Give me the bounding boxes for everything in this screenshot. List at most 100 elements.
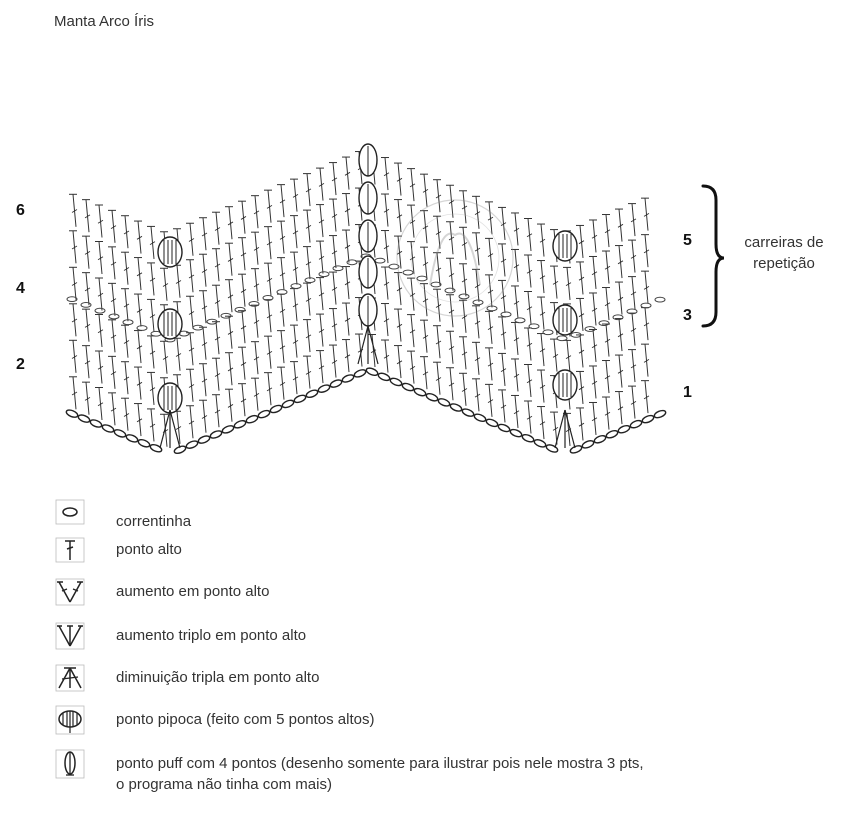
row-number-3: 3 xyxy=(683,307,692,324)
chain-stitch xyxy=(569,445,583,454)
repeat-rows-label: carreiras de repetição xyxy=(744,234,824,272)
chain-stitch xyxy=(430,281,442,288)
legend-item-triple-increase: aumento triplo em ponto alto xyxy=(54,622,306,650)
legend-text: correntinha xyxy=(116,513,192,530)
row-number-4: 4 xyxy=(16,280,25,297)
stitch-bar xyxy=(539,238,546,243)
stitch-bar xyxy=(604,375,611,380)
stitch-bar xyxy=(84,251,91,255)
stitch-bar xyxy=(487,216,494,221)
chain-stitch xyxy=(461,408,475,417)
stitch-bar xyxy=(383,281,390,286)
stitch-bar xyxy=(240,398,247,403)
row-number-1: 1 xyxy=(683,384,692,401)
stitch-bar xyxy=(617,406,624,411)
stitch-bar xyxy=(409,256,416,261)
stitch-bar xyxy=(305,297,312,302)
stitch-bar xyxy=(487,253,494,258)
stitch-bar xyxy=(643,286,650,290)
decrease-leg xyxy=(564,409,576,449)
stitch-bar xyxy=(513,300,520,305)
stitch-bar xyxy=(630,291,637,296)
stitch-bar xyxy=(565,282,572,287)
stitch-bar xyxy=(487,362,494,367)
chain-stitch xyxy=(641,414,655,424)
stitch-bar xyxy=(318,292,325,297)
stitch-bar xyxy=(461,388,468,392)
triple-increase-symbol-icon xyxy=(54,622,86,650)
chain-stitch xyxy=(473,413,487,423)
stitch-bar xyxy=(643,213,650,217)
popcorn-stitch xyxy=(552,230,578,262)
chain-stitch xyxy=(197,435,211,444)
stitch-bar xyxy=(71,282,78,286)
chain-stitch xyxy=(304,277,316,284)
decrease-leg xyxy=(159,409,171,449)
stitch-bar xyxy=(97,292,104,297)
chain-stitch xyxy=(449,403,463,412)
stitch-bar xyxy=(214,373,221,377)
stitch-bar xyxy=(487,326,494,331)
stitch-bar xyxy=(448,273,455,277)
chain-stitch xyxy=(389,377,403,387)
chain-stitch xyxy=(521,433,535,443)
stitch-bar xyxy=(396,360,403,365)
chain-stitch xyxy=(332,265,344,272)
stitch-bar xyxy=(214,300,221,304)
chain-stitch xyxy=(192,324,204,331)
stitch-bar xyxy=(331,286,338,291)
stitch-bar xyxy=(175,426,182,430)
stitch-bar xyxy=(474,284,481,288)
stitch-bar xyxy=(136,345,143,350)
stitch-bar xyxy=(123,376,130,381)
chain-stitch xyxy=(80,302,92,308)
stitch-bar xyxy=(396,287,403,292)
stitch-bar xyxy=(448,309,455,314)
legend-item-increase: aumento em ponto alto xyxy=(54,578,269,606)
stitch-bar xyxy=(305,370,312,375)
stitch-bar xyxy=(123,413,130,417)
stitch-bar xyxy=(604,302,611,307)
stitch-bar xyxy=(604,411,611,416)
chain-stitch xyxy=(66,296,78,303)
stitch-bar xyxy=(266,278,273,282)
stitch-bar xyxy=(435,267,442,272)
chain-stitch xyxy=(137,439,151,448)
stitch-bar xyxy=(500,258,507,263)
stitch-bar xyxy=(97,402,104,407)
stitch-bar xyxy=(162,356,169,360)
stitch-bar xyxy=(435,377,442,381)
stitch-bar xyxy=(578,349,585,354)
stitch-bar xyxy=(84,287,91,292)
stitch-bar xyxy=(526,269,533,274)
stitch-bar xyxy=(331,213,338,218)
chain-stitch xyxy=(425,393,439,402)
stitch-bar xyxy=(383,172,390,177)
stitch-bar xyxy=(591,307,598,312)
stitch-bar xyxy=(422,262,429,266)
stitch-bar xyxy=(227,331,234,335)
chain-stitch xyxy=(472,299,484,306)
stitch-bar xyxy=(253,356,260,361)
chain-stitch xyxy=(89,419,103,428)
row-number-5: 5 xyxy=(683,232,692,249)
chain-stitch xyxy=(598,320,610,327)
stitch-bar xyxy=(552,426,559,431)
legend-text: ponto pipoca (feito com 5 pontos altos) xyxy=(116,711,375,728)
stitch-bar xyxy=(110,371,117,375)
stitch-bar xyxy=(513,410,520,415)
stitch-bar xyxy=(136,235,143,240)
stitch-bar xyxy=(578,313,585,318)
chain-stitch xyxy=(626,308,638,315)
chain-stitch xyxy=(528,323,540,330)
stitch-bar xyxy=(487,399,494,404)
chain-stitch xyxy=(220,312,232,319)
stitch-bar xyxy=(526,415,533,420)
stitch-bar xyxy=(201,305,208,310)
chain-stitch xyxy=(533,439,547,448)
stitch-bar xyxy=(474,211,481,215)
stitch-bar xyxy=(149,423,156,428)
stitch-bar xyxy=(396,177,403,182)
watermark-logo xyxy=(396,199,514,317)
stitch-bar xyxy=(500,295,507,300)
